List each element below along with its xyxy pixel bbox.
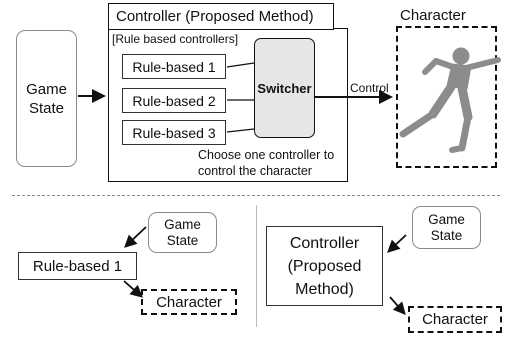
- bl-game-state-box: Game State: [148, 212, 217, 253]
- rule-based-1-label: Rule-based 1: [132, 58, 216, 75]
- game-state-box: Game State: [16, 30, 77, 167]
- bl-rule-to-character-arrow: [123, 280, 144, 298]
- rule-based-2-label: Rule-based 2: [132, 92, 216, 109]
- rule1-to-switcher-line: [226, 62, 255, 68]
- bottom-separator: [256, 205, 257, 327]
- br-character-box: Character: [408, 306, 502, 333]
- bl-game-state-to-rule-arrow: [124, 226, 147, 248]
- br-controller-box: Controller (Proposed Method): [266, 226, 383, 306]
- br-controller-label: Controller (Proposed Method): [287, 234, 362, 298]
- rule-group-label: [Rule based controllers]: [112, 32, 239, 46]
- bl-rule-based-box: Rule-based 1: [18, 252, 137, 280]
- switcher-box: Switcher: [254, 38, 315, 138]
- rule-based-3-box: Rule-based 3: [122, 120, 226, 145]
- br-character-label: Character: [422, 311, 488, 328]
- section-divider: [12, 195, 500, 196]
- rule-based-1-box: Rule-based 1: [122, 54, 226, 79]
- caption-text: Choose one controller to control the cha…: [198, 148, 335, 178]
- bl-rule-based-label: Rule-based 1: [32, 257, 123, 275]
- bl-character-label: Character: [156, 293, 222, 311]
- br-game-state-box: Game State: [412, 206, 481, 249]
- bl-game-state-label: Game State: [164, 216, 201, 248]
- character-label: Character: [400, 7, 466, 24]
- rule-based-2-box: Rule-based 2: [122, 88, 226, 113]
- rule-based-3-label: Rule-based 3: [132, 124, 216, 141]
- controller-title: Controller (Proposed Method): [116, 8, 314, 25]
- rule3-to-switcher-line: [226, 128, 255, 133]
- game-state-label: Game State: [26, 80, 67, 117]
- br-controller-to-character-arrow: [389, 296, 406, 316]
- switcher-label: Switcher: [257, 80, 312, 96]
- fighter-figure-icon: [399, 47, 501, 153]
- bl-character-box: Character: [141, 289, 237, 315]
- br-game-state-label: Game State: [428, 211, 465, 243]
- br-game-state-to-controller-arrow: [387, 234, 407, 253]
- controller-title-tab: Controller (Proposed Method): [108, 3, 334, 30]
